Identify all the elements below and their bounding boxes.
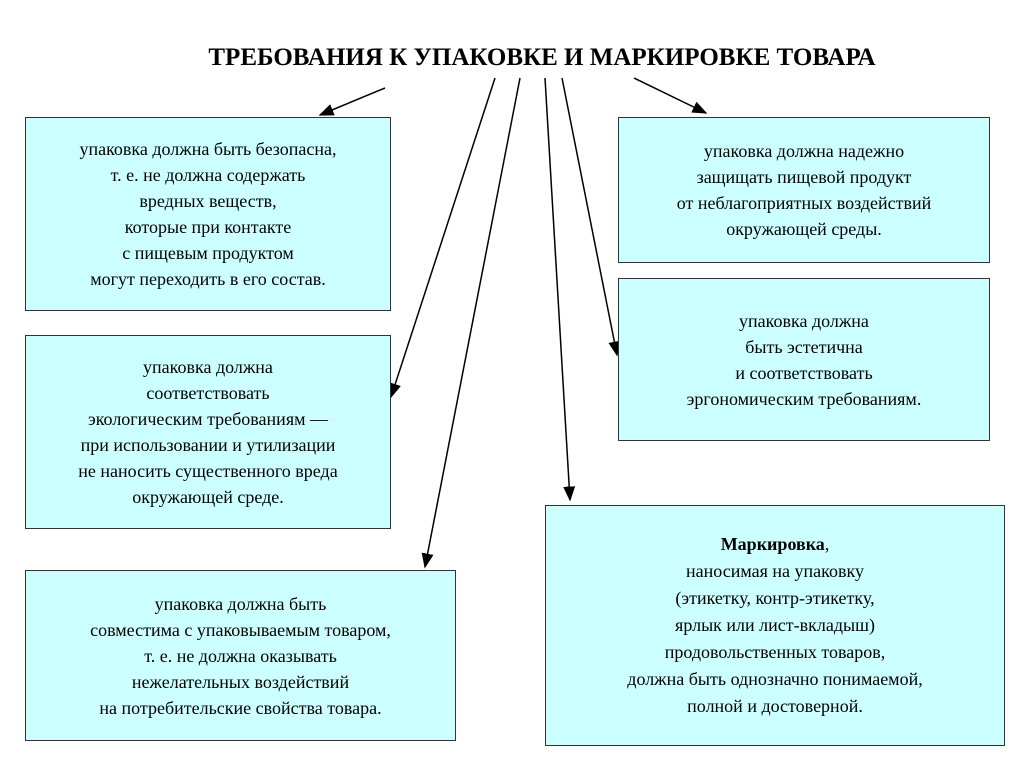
- text-line: и соответствовать: [735, 362, 873, 383]
- text-line: упаковка должна надежно: [703, 141, 905, 161]
- text-line: защищать пищевой продукт: [696, 167, 912, 187]
- text-line: полной и достоверной.: [687, 696, 863, 716]
- text-line: т. е. не должна содержать: [110, 165, 306, 185]
- text-line: с пищевым продуктом: [122, 243, 294, 263]
- text-line: ,: [824, 534, 830, 554]
- box-protect: упаковка должна надежно защищать пищевой…: [618, 117, 990, 263]
- text-line: ярлык или лист-вкладыш): [675, 615, 875, 635]
- text-line: которые при контакте: [124, 217, 292, 237]
- text-line: окружающей среде.: [132, 487, 284, 507]
- arrow-compatible: [421, 77, 521, 569]
- text-line: вредных веществ,: [139, 191, 277, 211]
- text-line: продовольственных товаров,: [664, 642, 886, 662]
- text-line: окружающей среды.: [726, 219, 882, 239]
- text-line: совместима с упаковываемым товаром,: [90, 619, 391, 640]
- text-line: (этикетку, контр-этикетку,: [675, 588, 875, 608]
- text-line: не наносить существенного вреда: [78, 461, 338, 481]
- text-line: упаковка должна: [143, 357, 273, 377]
- text-line: эргономическим требованиям.: [686, 388, 922, 409]
- diagram-title: ТРЕБОВАНИЯ К УПАКОВКЕ И МАРКИРОВКЕ ТОВАР…: [208, 44, 876, 71]
- box-compatible: упаковка должна быть совместима с упаков…: [25, 570, 456, 741]
- arrow-ecology: [389, 77, 496, 399]
- text-line: т. е. не должна оказывать: [144, 645, 337, 666]
- box-ecology: упаковка должна соответствовать экологич…: [25, 335, 391, 529]
- text-line: от неблагоприятных воздействий: [676, 193, 932, 213]
- text-line: Маркировка,: [721, 531, 830, 558]
- text-line: на потребительские свойства товара.: [99, 697, 382, 718]
- text-line: соответствовать: [146, 383, 270, 403]
- arrow-aesthetic: [561, 77, 621, 357]
- box-marking: Маркировка, наносимая на упаковку (этике…: [545, 505, 1005, 746]
- text-line: быть эстетична: [745, 336, 863, 357]
- text-line: должна быть однозначно понимаемой,: [627, 669, 923, 689]
- arrow-marking: [544, 77, 576, 502]
- text-line: упаковка должна: [739, 310, 869, 331]
- arrow-protect: [633, 77, 708, 114]
- text-line: упаковка должна быть безопасна,: [79, 139, 337, 159]
- text-line: нежелательных воздействий: [131, 671, 350, 692]
- marking-heading: Маркировка: [720, 534, 825, 554]
- text-line: при использовании и утилизации: [80, 435, 336, 455]
- text-line: упаковка должна быть: [154, 593, 327, 614]
- arrow-safe: [318, 87, 386, 116]
- box-aesthetic: упаковка должна быть эстетична и соответ…: [618, 278, 990, 441]
- box-safe: упаковка должна быть безопасна, т. е. не…: [25, 117, 391, 311]
- text-line: экологическим требованиям —: [88, 409, 328, 429]
- text-line: наносимая на упаковку: [686, 561, 864, 581]
- text-line: могут переходить в его состав.: [90, 269, 326, 289]
